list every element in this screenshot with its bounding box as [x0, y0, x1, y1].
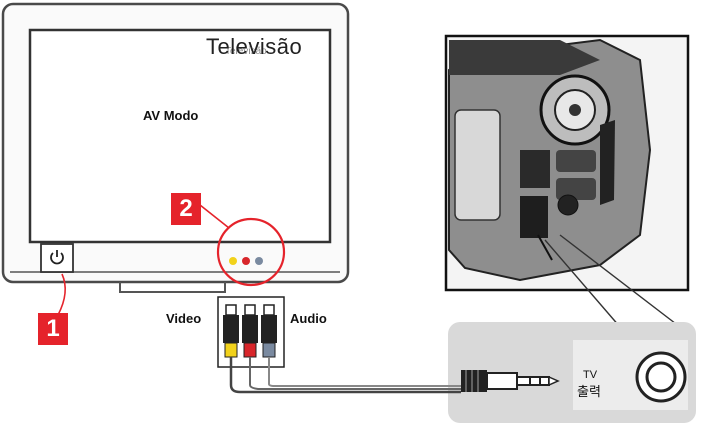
- camera-side-panel: [454, 109, 501, 221]
- rca-plug-video: [223, 304, 239, 358]
- step-2-badge: 2: [171, 193, 201, 225]
- plug-body: [486, 372, 518, 390]
- video-label: Video: [166, 311, 202, 326]
- television: [1, 2, 350, 316]
- tv-stand: [119, 282, 226, 293]
- camera-strap-loop: [600, 120, 615, 205]
- audio-label: Audio: [290, 311, 327, 326]
- av-mode-label: AV Modo: [143, 108, 199, 123]
- av-ports-highlight-circle: [216, 217, 286, 287]
- power-icon: [50, 250, 64, 265]
- camera-tv-out-port: [557, 194, 579, 216]
- tv-out-label-line1: TV: [583, 369, 598, 381]
- callout-line-right: [559, 234, 681, 328]
- camera-port-cover: [520, 150, 550, 188]
- camera-photo: [444, 34, 690, 292]
- cable-audio-right-wire: [268, 357, 461, 387]
- cable-video-wire: [229, 357, 461, 394]
- camera-button-a: [556, 150, 596, 172]
- tv-video-port: [229, 257, 237, 265]
- cable-audio-left-wire: [249, 357, 461, 390]
- step1-pointer: [57, 273, 66, 316]
- rca-cable: [217, 296, 461, 394]
- plug-tip: [548, 375, 560, 387]
- tv-title-ghost: Televisão: [225, 46, 267, 57]
- plug-grip: [461, 370, 487, 392]
- camera-top: [449, 40, 600, 75]
- power-button[interactable]: [40, 243, 74, 273]
- tv-audio-right-port: [255, 257, 263, 265]
- callout-line-left: [544, 239, 621, 328]
- camera-lens-center: [569, 104, 581, 116]
- plug-shaft: [516, 376, 550, 386]
- rca-plug-audio-right: [261, 304, 277, 358]
- tv-out-jack: [635, 351, 687, 403]
- tv-audio-left-port: [242, 257, 250, 265]
- camera-connector: [520, 196, 548, 238]
- camera-button-b: [556, 178, 596, 200]
- tv-out-label-line2: 출력: [577, 384, 601, 399]
- tv-title: Televisão: [206, 34, 303, 59]
- av-mini-plug: [461, 370, 560, 392]
- rca-plug-audio-left: [242, 304, 258, 358]
- step2-pointer: [199, 204, 230, 229]
- step-1-badge: 1: [38, 313, 68, 345]
